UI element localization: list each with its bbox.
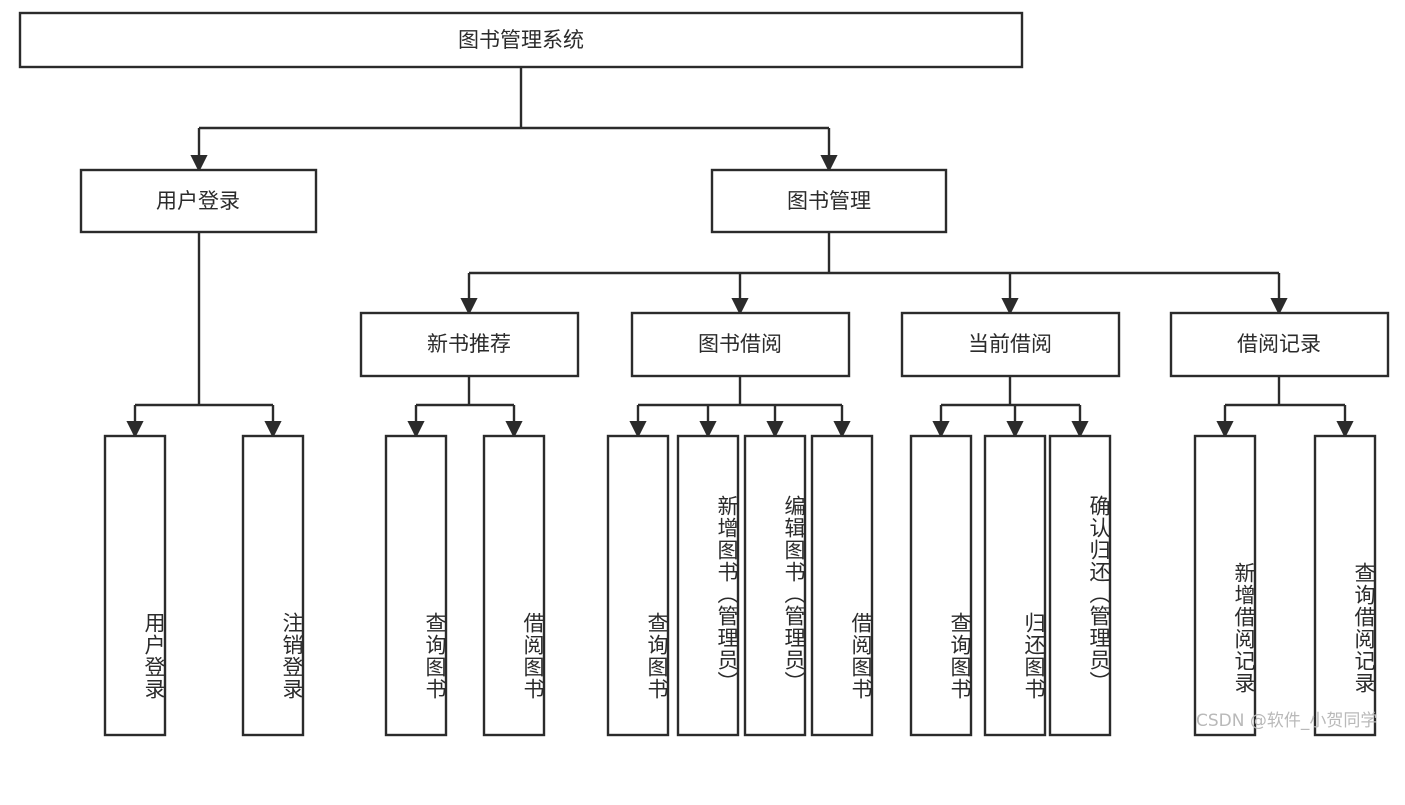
flowchart-svg: 图书管理系统 用户登录 图书管理 新书推荐 图书借阅 当前借阅 借阅记录	[18, 11, 1390, 737]
node-root[interactable]: 图书管理系统	[18, 11, 1024, 69]
leaf-box-query-book-cb[interactable]	[909, 434, 973, 737]
node-user-login[interactable]: 用户登录	[79, 168, 318, 234]
leaf-box-return-book[interactable]	[983, 434, 1047, 737]
leaf-box-borrow-book-bb[interactable]	[810, 434, 874, 737]
connector-userlogin-to-leaves	[126, 232, 282, 439]
node-borrow-record-label: 借阅记录	[1237, 332, 1321, 356]
leaf-box-borrow-book-nbr[interactable]	[482, 434, 546, 737]
connector-borrowrecord-to-leaves	[1216, 376, 1354, 439]
node-book-manage[interactable]: 图书管理	[710, 168, 948, 234]
node-current-borrow-label: 当前借阅	[968, 332, 1052, 356]
connector-currentborrow-to-leaves	[932, 376, 1089, 439]
node-new-book-recommend-label: 新书推荐	[427, 332, 511, 356]
node-borrow-record[interactable]: 借阅记录	[1169, 311, 1390, 378]
leaf-box-add-book-admin[interactable]	[676, 434, 740, 737]
node-user-login-label: 用户登录	[156, 189, 240, 213]
node-book-manage-label: 图书管理	[787, 189, 871, 213]
node-current-borrow[interactable]: 当前借阅	[900, 311, 1121, 378]
node-new-book-recommend[interactable]: 新书推荐	[359, 311, 580, 378]
node-root-label: 图书管理系统	[458, 28, 584, 52]
leaf-box-confirm-return[interactable]	[1048, 434, 1112, 737]
leaf-box-query-record[interactable]	[1313, 434, 1377, 737]
connector-bookmanage-to-level3	[460, 232, 1288, 316]
leaf-box-query-book-bb[interactable]	[606, 434, 670, 737]
connector-bookborrow-to-leaves	[629, 376, 851, 439]
leaf-box-user-login[interactable]	[103, 434, 167, 737]
leaf-box-logout-login[interactable]	[241, 434, 305, 737]
leaf-box-add-record[interactable]	[1193, 434, 1257, 737]
leaf-boxes	[103, 434, 1377, 737]
connector-root-to-level2	[190, 67, 838, 173]
diagram-canvas: 图书管理系统 用户登录 图书管理 新书推荐 图书借阅 当前借阅 借阅记录	[18, 11, 1390, 737]
node-book-borrow[interactable]: 图书借阅	[630, 311, 851, 378]
leaf-box-query-book-nbr[interactable]	[384, 434, 448, 737]
csdn-watermark: CSDN @软件_小贺同学	[1196, 711, 1378, 731]
node-book-borrow-label: 图书借阅	[698, 332, 782, 356]
connector-newbook-to-leaves	[407, 376, 523, 439]
leaf-box-edit-book-admin[interactable]	[743, 434, 807, 737]
